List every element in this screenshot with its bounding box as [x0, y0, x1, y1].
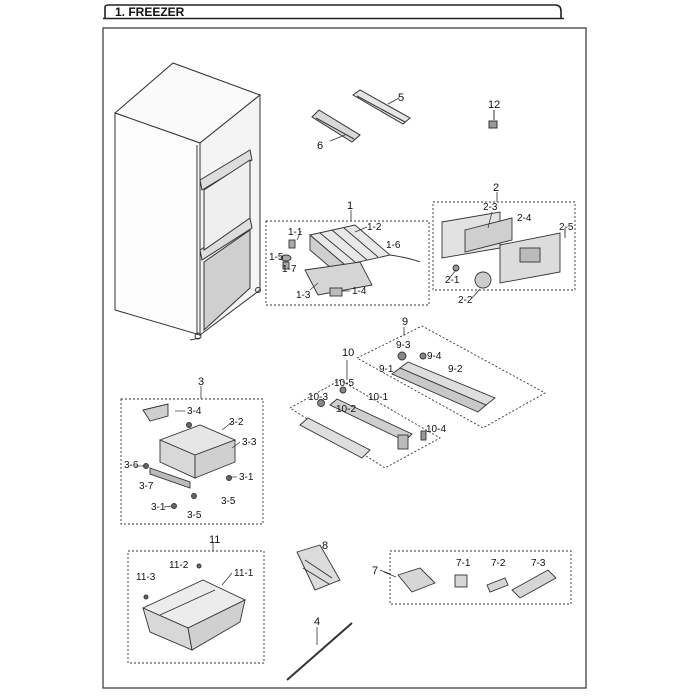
- part-11-basket: [141, 563, 247, 651]
- callout-2-3: 2-3: [483, 202, 498, 213]
- callout-1-1: 1-1: [288, 227, 303, 238]
- callout-7-3: 7-3: [531, 558, 546, 569]
- part-9-rail: [391, 351, 496, 413]
- part-2-assembly: [441, 211, 566, 289]
- callout-10-4: 10-4: [426, 424, 446, 435]
- callout-1-3: 1-3: [296, 290, 311, 301]
- part-4-rod: [286, 622, 353, 681]
- callout-3-7: 3-7: [139, 481, 154, 492]
- callout-9-3: 9-3: [396, 340, 411, 351]
- callout-2-2: 2-2: [458, 295, 473, 306]
- callout-10: 10: [342, 347, 354, 359]
- group-box-2: [432, 201, 576, 291]
- callout-3-3: 3-3: [242, 437, 257, 448]
- callout-7-2: 7-2: [491, 558, 506, 569]
- callout-5: 5: [398, 92, 404, 104]
- callout-12: 12: [488, 99, 500, 111]
- callout-labels: 5 6 12 1 1-1 1-2 1-3 1-4 1-5 1-6 1-7 2 2…: [124, 92, 574, 628]
- callout-3-6: 3-6: [124, 460, 139, 471]
- callout-8: 8: [322, 540, 328, 552]
- group-box-10: [289, 379, 441, 469]
- callout-2-1: 2-1: [445, 275, 460, 286]
- callout-3-4: 3-4: [187, 406, 202, 417]
- callout-6: 6: [317, 140, 323, 152]
- group-box-11: [127, 550, 265, 664]
- callout-11: 11: [209, 534, 220, 546]
- group-box-7: [389, 550, 572, 605]
- part-6-rail: [311, 109, 361, 143]
- part-12-clip: [488, 110, 498, 129]
- callout-9: 9: [402, 316, 408, 328]
- callout-3-1-right: 3-1: [239, 472, 254, 483]
- callout-4: 4: [314, 616, 320, 628]
- section-title-tab: 1. FREEZER: [103, 4, 564, 20]
- callout-10-3: 10-3: [308, 392, 328, 403]
- refrigerator-cabinet: [114, 62, 262, 341]
- callout-2: 2: [493, 182, 499, 194]
- section-title: 1. FREEZER: [115, 5, 185, 19]
- callout-11-2: 11-2: [169, 560, 189, 571]
- callout-1-6: 1-6: [386, 240, 401, 251]
- callout-3-5-bottom: 3-5: [187, 510, 202, 521]
- group-box-3: [120, 398, 264, 525]
- group-box-9: [356, 325, 546, 429]
- callout-7: 7: [372, 565, 378, 577]
- callout-9-2: 9-2: [448, 364, 463, 375]
- callout-1-7: 1-7: [282, 264, 297, 275]
- callout-3-2: 3-2: [229, 417, 244, 428]
- part-5-rail: [352, 89, 411, 125]
- callout-7-1: 7-1: [456, 558, 471, 569]
- callout-1-5: 1-5: [269, 252, 284, 263]
- callout-10-5: 10-5: [334, 378, 354, 389]
- outer-frame: [102, 27, 587, 689]
- callout-10-1: 10-1: [368, 392, 388, 403]
- group-box-1: [265, 220, 430, 306]
- part-10-rail: [299, 386, 427, 459]
- callout-1-4: 1-4: [352, 286, 367, 297]
- part-1-evaporator: [280, 224, 421, 297]
- callout-2-5: 2-5: [559, 222, 574, 233]
- callout-9-1: 9-1: [379, 364, 394, 375]
- part-7-assembly: [397, 567, 557, 599]
- callout-9-4: 9-4: [427, 351, 442, 362]
- callout-3: 3: [198, 376, 204, 388]
- leader-lines: [135, 211, 493, 586]
- callout-11-1: 11-1: [234, 568, 254, 579]
- callout-1: 1: [347, 200, 353, 212]
- part-8-cover: [296, 544, 341, 591]
- callout-11-3: 11-3: [136, 572, 156, 583]
- callout-2-4: 2-4: [517, 213, 532, 224]
- part-3-drawer: [142, 403, 237, 509]
- callout-10-2: 10-2: [336, 404, 356, 415]
- callout-1-2: 1-2: [367, 222, 382, 233]
- callout-3-5-right: 3-5: [221, 496, 236, 507]
- callout-3-1-left: 3-1: [151, 502, 166, 513]
